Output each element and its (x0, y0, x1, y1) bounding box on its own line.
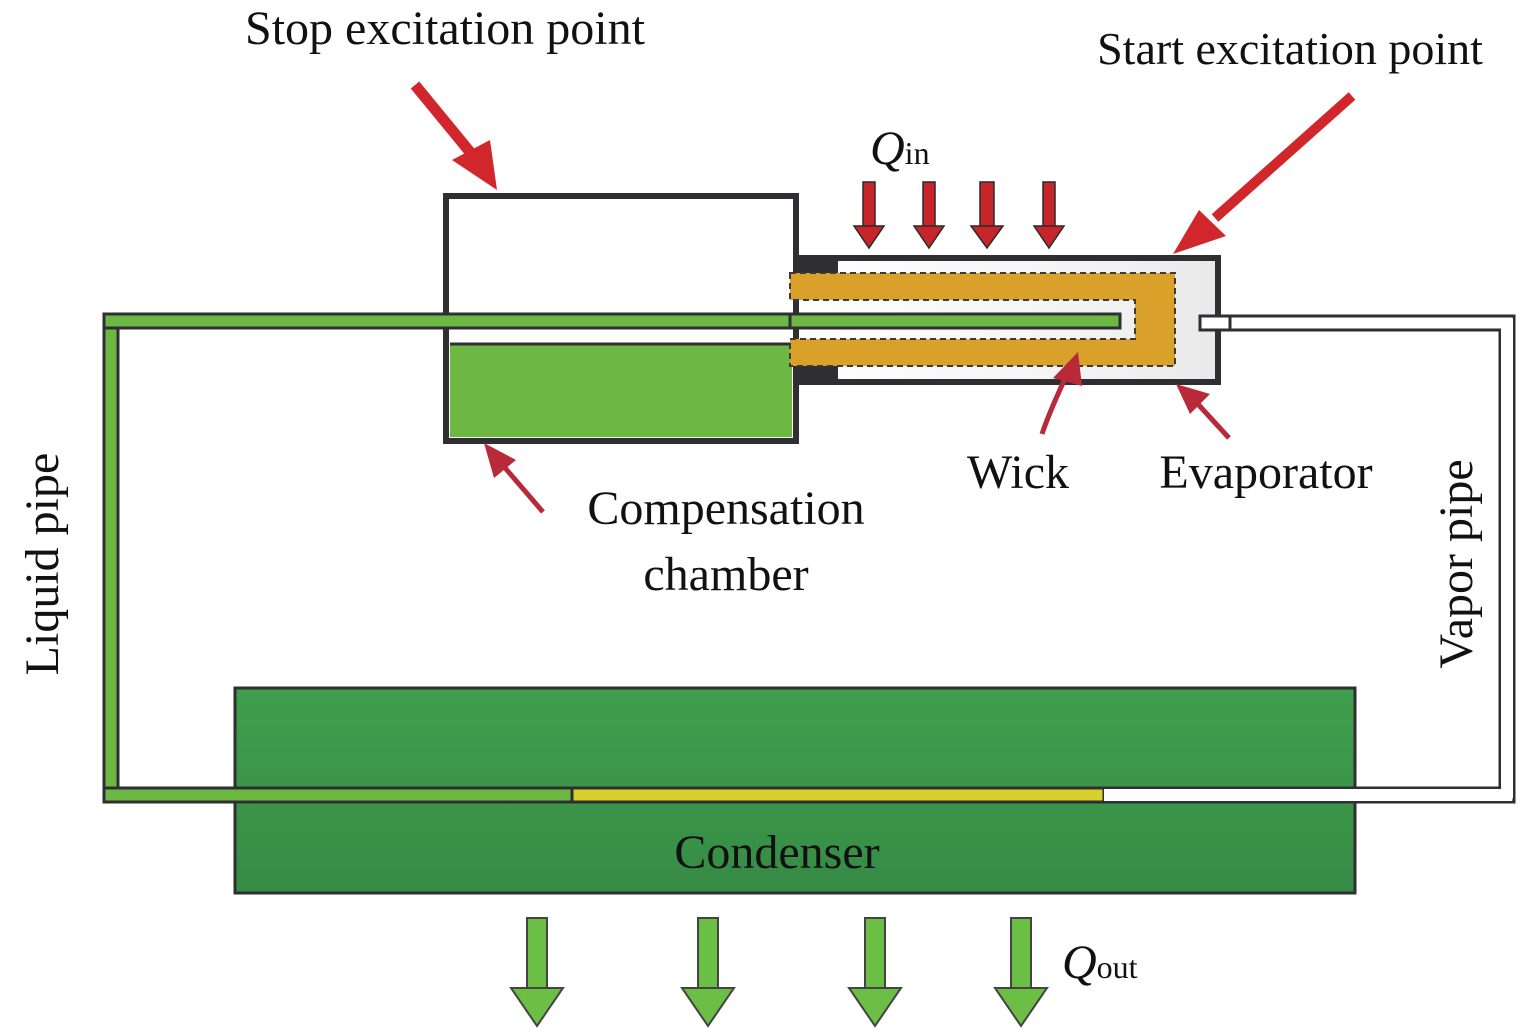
start-excitation-label: Start excitation point (1097, 23, 1483, 74)
start-excitation-arrow (1173, 92, 1356, 254)
stop-excitation-label: Stop excitation point (245, 2, 646, 55)
heat-in-arrow (852, 181, 886, 250)
heat-in-arrow (1032, 181, 1066, 250)
heat-in-arrow (912, 181, 946, 250)
stop-excitation-arrow (410, 81, 497, 190)
liquid-pipe-label: Liquid pipe (16, 453, 69, 676)
wick (789, 272, 1176, 367)
compensation-chamber-label-line1: Compensation (587, 482, 864, 535)
heat-in-arrow (969, 181, 1005, 250)
heat-input-arrows (852, 181, 1066, 250)
vapor-pipe-label: Vapor pipe (1430, 459, 1483, 668)
wick-pointer (1039, 352, 1082, 435)
wick-label: Wick (967, 446, 1069, 499)
condenser-label: Condenser (674, 826, 879, 879)
evaporator-pointer (1176, 384, 1231, 440)
heat-out-arrow (680, 917, 736, 1028)
heat-out-arrow (509, 917, 565, 1028)
compensation-pointer (484, 443, 545, 514)
heat-output-arrows (509, 917, 1049, 1028)
condenser-liquid-section (102, 786, 576, 804)
compensation-chamber-label-line2: chamber (643, 548, 808, 601)
q-in-label: Qin (870, 122, 930, 175)
q-in-symbol: Q (870, 122, 905, 175)
vapor-pipe (1104, 314, 1516, 804)
heat-out-arrow (993, 917, 1049, 1028)
evaporator-label: Evaporator (1159, 446, 1372, 499)
condenser-two-phase-section (570, 786, 1108, 804)
q-in-subscript: in (905, 135, 930, 171)
q-out-label: Qout (1062, 936, 1138, 989)
q-out-subscript: out (1097, 949, 1138, 985)
heat-out-arrow (847, 917, 903, 1028)
evaporator (788, 255, 1232, 385)
q-out-symbol: Q (1062, 936, 1097, 989)
